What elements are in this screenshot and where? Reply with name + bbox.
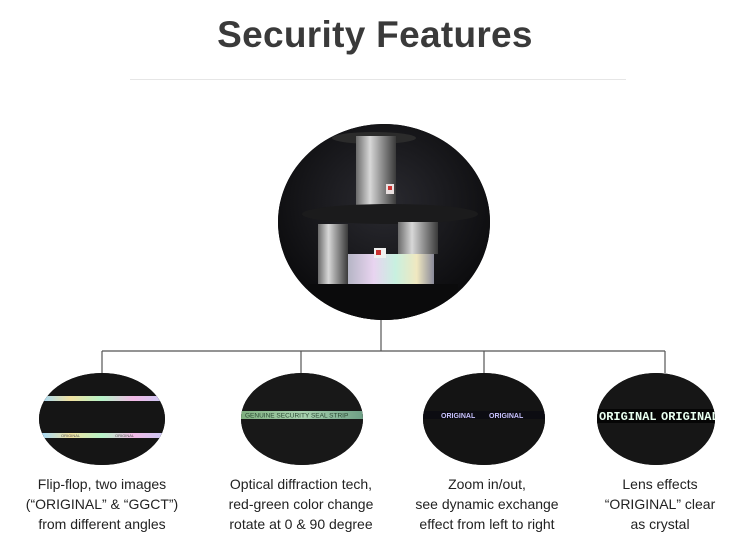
feature-caption-diffraction: Optical diffraction tech, red-green colo… xyxy=(211,474,391,534)
caption-line: from different angles xyxy=(38,516,166,532)
strip-text: ORIGINAL xyxy=(661,410,715,424)
feature-caption-zoom: Zoom in/out, see dynamic exchange effect… xyxy=(397,474,577,534)
caption-line: see dynamic exchange xyxy=(415,496,559,512)
lens-strip-photo: ORIGINAL ORIGINAL xyxy=(597,373,715,465)
flip-flop-strip-photo: ORIGINAL ORIGINAL xyxy=(39,373,165,465)
caption-line: rotate at 0 & 90 degree xyxy=(229,516,373,532)
caption-line: red-green color change xyxy=(228,496,374,512)
title-divider xyxy=(130,79,626,80)
strip-text: ORIGINAL xyxy=(61,433,81,438)
feature-caption-flip-flop: Flip-flop, two images (“ORIGINAL” & “GGC… xyxy=(12,474,192,534)
strip-text: ORIGINAL xyxy=(441,413,476,420)
caption-line: (“ORIGINAL” & “GGCT”) xyxy=(25,496,179,512)
strip-text: ORIGINAL xyxy=(489,413,524,420)
strip-text: ORIGINAL xyxy=(115,433,135,438)
caption-line: Zoom in/out, xyxy=(448,476,526,492)
caption-line: “ORIGINAL” clear xyxy=(604,496,716,512)
caption-line: effect from left to right xyxy=(419,516,555,532)
page-title: Security Features xyxy=(217,14,533,55)
zoom-strip-photo: ORIGINAL ORIGINAL xyxy=(423,373,545,465)
diffraction-strip-photo: GENUINE SECURITY SEAL STRIP xyxy=(241,373,363,465)
caption-line: Optical diffraction tech, xyxy=(229,476,373,492)
caption-line: as crystal xyxy=(630,516,690,532)
caption-line: Flip-flop, two images xyxy=(37,476,167,492)
roll-machine-photo xyxy=(278,124,490,320)
strip-text: GENUINE SECURITY SEAL STRIP xyxy=(245,413,348,420)
caption-line: Lens effects xyxy=(622,476,698,492)
feature-caption-lens: Lens effects “ORIGINAL” clear as crystal xyxy=(570,474,750,534)
strip-text: ORIGINAL xyxy=(599,410,657,424)
